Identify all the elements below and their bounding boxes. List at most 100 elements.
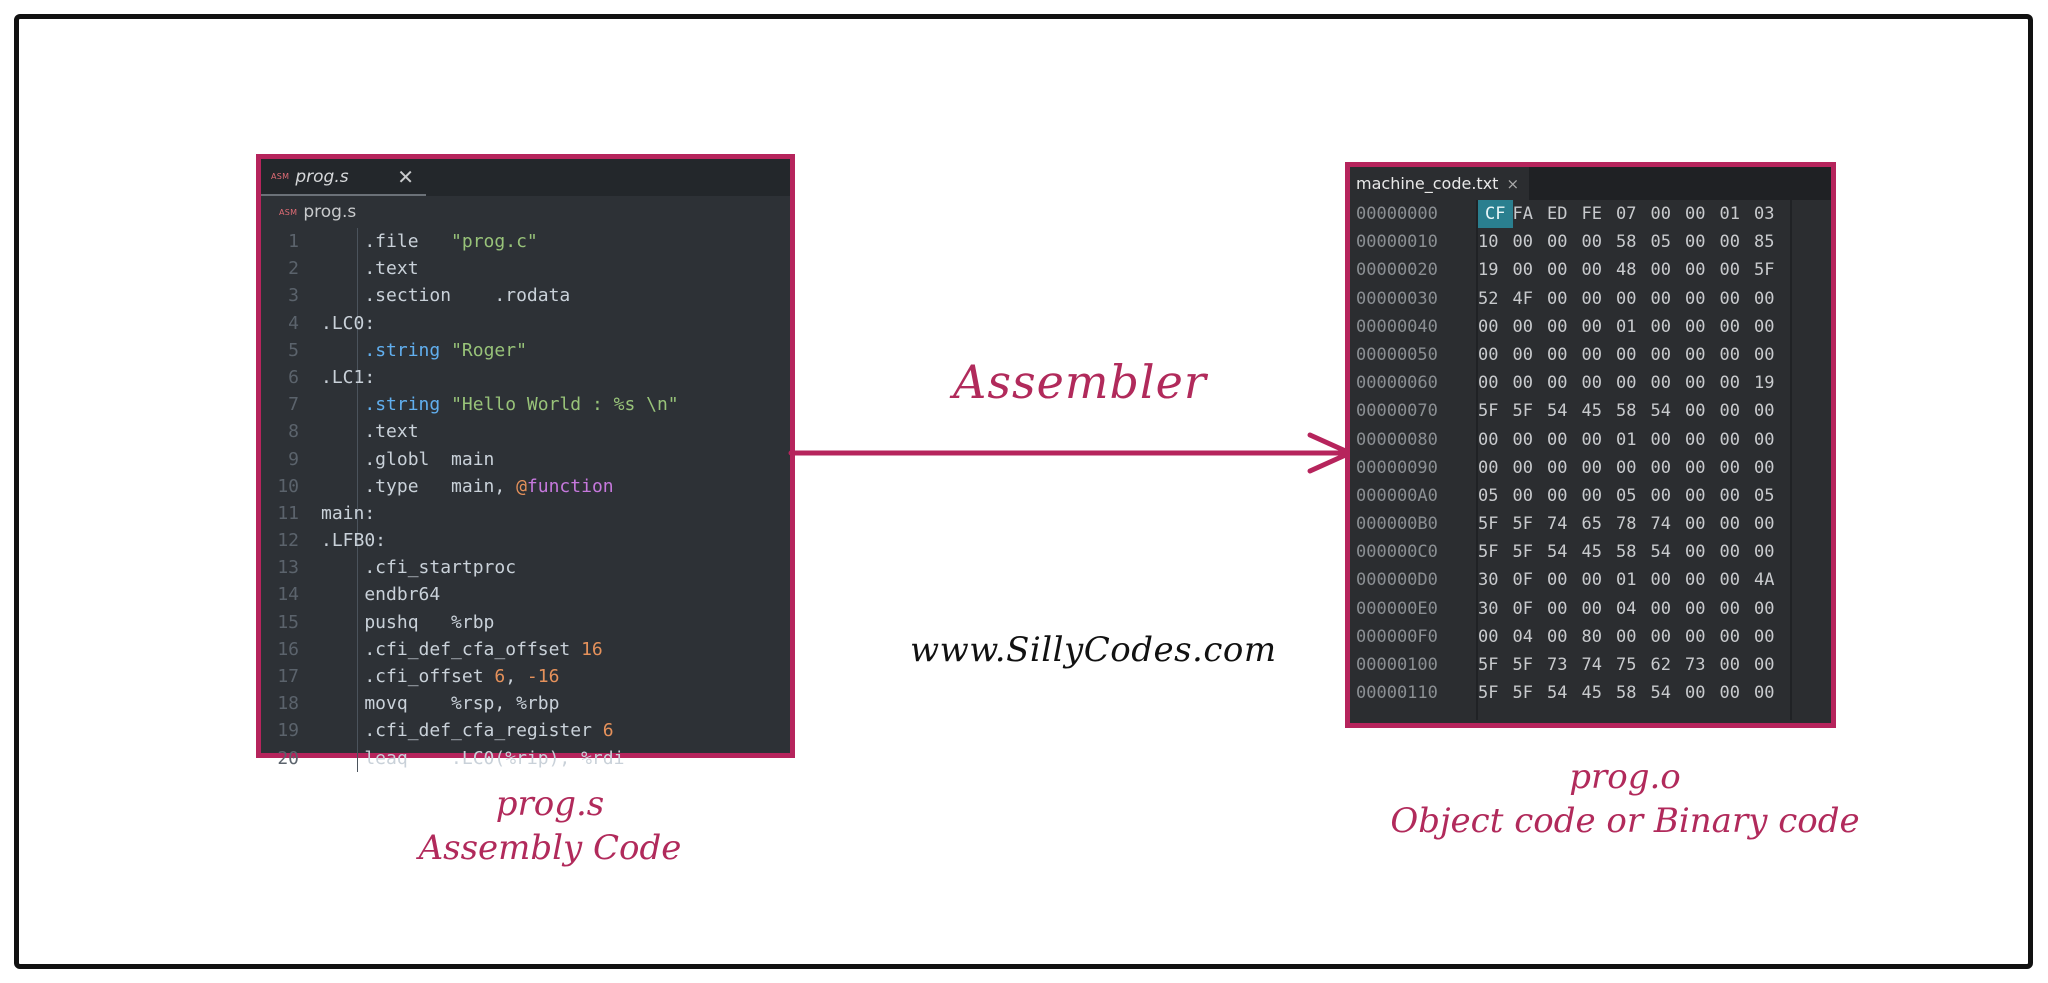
code-line[interactable]: 8 .text xyxy=(261,418,790,445)
hex-byte[interactable]: 00 xyxy=(1581,344,1602,365)
code-line[interactable]: 9 .globl main xyxy=(261,446,790,473)
hex-byte[interactable]: 00 xyxy=(1650,457,1671,478)
hex-byte[interactable]: 05 xyxy=(1650,232,1671,253)
hex-byte[interactable]: 00 xyxy=(1547,485,1568,506)
hex-byte[interactable]: 00 xyxy=(1719,373,1740,394)
hex-byte[interactable]: 01 xyxy=(1616,570,1637,591)
hex-byte[interactable]: 04 xyxy=(1616,598,1637,619)
hex-byte[interactable]: 4A xyxy=(1754,570,1775,591)
hex-byte[interactable]: 00 xyxy=(1512,316,1533,337)
hex-byte[interactable]: 00 xyxy=(1650,344,1671,365)
hex-byte[interactable]: 00 xyxy=(1719,232,1740,253)
hex-byte[interactable]: 00 xyxy=(1581,598,1602,619)
hex-byte[interactable]: 00 xyxy=(1685,485,1706,506)
hex-byte[interactable]: 19 xyxy=(1754,373,1775,394)
code-line[interactable]: 17 .cfi_offset 6, -16 xyxy=(261,663,790,690)
code-line[interactable]: 19 .cfi_def_cfa_register 6 xyxy=(261,717,790,744)
code-line[interactable]: 2 .text xyxy=(261,255,790,282)
hex-byte[interactable]: 01 xyxy=(1616,316,1637,337)
hex-byte[interactable]: 5F xyxy=(1478,401,1499,422)
hex-byte[interactable]: 00 xyxy=(1581,232,1602,253)
hex-byte[interactable]: 00 xyxy=(1512,260,1533,281)
hex-byte[interactable]: 00 xyxy=(1719,626,1740,647)
close-icon[interactable]: × xyxy=(1506,174,1520,193)
hex-byte[interactable]: 00 xyxy=(1547,626,1568,647)
hex-byte[interactable]: 54 xyxy=(1650,401,1671,422)
hex-byte[interactable]: 00 xyxy=(1754,514,1775,535)
hex-byte[interactable]: 0F xyxy=(1512,598,1533,619)
hex-byte[interactable]: 78 xyxy=(1616,514,1637,535)
hex-byte[interactable]: 0F xyxy=(1512,570,1533,591)
hex-byte[interactable]: 00 xyxy=(1547,344,1568,365)
hex-byte[interactable]: 00 xyxy=(1719,344,1740,365)
hex-byte[interactable]: 5F xyxy=(1754,260,1775,281)
hex-byte[interactable]: 00 xyxy=(1478,626,1499,647)
code-line[interactable]: 15 pushq %rbp xyxy=(261,609,790,636)
hex-byte[interactable]: 5F xyxy=(1478,542,1499,563)
hex-byte[interactable]: 73 xyxy=(1685,655,1706,675)
hex-byte[interactable]: 54 xyxy=(1650,683,1671,704)
hex-byte[interactable]: 00 xyxy=(1685,457,1706,478)
hex-byte[interactable]: 58 xyxy=(1616,542,1637,563)
hex-byte[interactable]: 00 xyxy=(1616,373,1637,394)
code-line[interactable]: 18 movq %rsp, %rbp xyxy=(261,690,790,717)
hex-byte[interactable]: 00 xyxy=(1547,316,1568,337)
hex-byte[interactable]: 00 xyxy=(1512,429,1533,450)
hex-byte[interactable]: 00 xyxy=(1478,373,1499,394)
hex-byte[interactable]: 00 xyxy=(1512,344,1533,365)
hex-byte[interactable]: 00 xyxy=(1685,626,1706,647)
hex-byte[interactable]: 00 xyxy=(1478,316,1499,337)
hex-byte[interactable]: 00 xyxy=(1650,260,1671,281)
code-line[interactable]: 13 .cfi_startproc xyxy=(261,554,790,581)
hex-byte[interactable]: 00 xyxy=(1478,344,1499,365)
hex-byte[interactable]: 00 xyxy=(1581,316,1602,337)
hex-byte[interactable]: 54 xyxy=(1650,542,1671,563)
hex-byte[interactable]: 00 xyxy=(1719,542,1740,563)
hex-byte[interactable]: 30 xyxy=(1478,598,1499,619)
hex-byte[interactable]: 03 xyxy=(1754,204,1775,224)
hex-byte[interactable]: 10 xyxy=(1478,232,1499,253)
hex-byte-selected[interactable]: CF xyxy=(1478,200,1513,229)
hex-byte[interactable]: 00 xyxy=(1754,655,1775,675)
code-line[interactable]: 10 .type main, @function xyxy=(261,473,790,500)
tab-machine-code[interactable]: machine_code.txt × xyxy=(1350,167,1530,200)
hex-byte[interactable]: 62 xyxy=(1650,655,1671,675)
hex-byte[interactable]: 30 xyxy=(1478,570,1499,591)
hex-byte[interactable]: 73 xyxy=(1547,655,1568,675)
hex-byte[interactable]: 54 xyxy=(1547,542,1568,563)
code-line[interactable]: 16 .cfi_def_cfa_offset 16 xyxy=(261,636,790,663)
hex-byte[interactable]: 00 xyxy=(1685,260,1706,281)
hex-byte[interactable]: FE xyxy=(1581,204,1602,224)
code-line[interactable]: 3 .section .rodata xyxy=(261,282,790,309)
hex-byte[interactable]: 54 xyxy=(1547,683,1568,704)
close-icon[interactable]: ✕ xyxy=(397,164,414,189)
hex-byte[interactable]: 00 xyxy=(1754,344,1775,365)
hex-byte[interactable]: 00 xyxy=(1754,316,1775,337)
hex-byte[interactable]: 00 xyxy=(1754,429,1775,450)
hex-byte[interactable]: 00 xyxy=(1719,514,1740,535)
hex-byte[interactable]: 00 xyxy=(1685,542,1706,563)
hex-byte[interactable]: 5F xyxy=(1512,542,1533,563)
hex-byte[interactable]: ED xyxy=(1547,204,1568,224)
hex-byte[interactable]: 5F xyxy=(1512,655,1533,675)
hex-byte[interactable]: 5F xyxy=(1478,683,1499,704)
hex-byte[interactable]: 58 xyxy=(1616,401,1637,422)
hex-byte[interactable]: 19 xyxy=(1478,260,1499,281)
hex-byte[interactable]: 00 xyxy=(1581,373,1602,394)
hex-byte[interactable]: 45 xyxy=(1581,401,1602,422)
hex-byte[interactable]: 5F xyxy=(1478,514,1499,535)
hex-byte[interactable]: 00 xyxy=(1685,429,1706,450)
hex-byte[interactable]: 00 xyxy=(1719,683,1740,704)
hex-byte[interactable]: 00 xyxy=(1685,288,1706,309)
hex-byte[interactable]: 45 xyxy=(1581,542,1602,563)
hex-byte[interactable]: 00 xyxy=(1581,429,1602,450)
hex-byte[interactable]: 00 xyxy=(1650,316,1671,337)
hex-byte[interactable]: FA xyxy=(1512,204,1533,224)
hex-byte[interactable]: 07 xyxy=(1616,204,1637,224)
hex-byte[interactable]: 05 xyxy=(1754,485,1775,506)
hex-byte[interactable]: 00 xyxy=(1754,288,1775,309)
hex-byte[interactable]: 00 xyxy=(1650,288,1671,309)
hex-byte[interactable]: 04 xyxy=(1512,626,1533,647)
hex-byte[interactable]: 00 xyxy=(1685,344,1706,365)
